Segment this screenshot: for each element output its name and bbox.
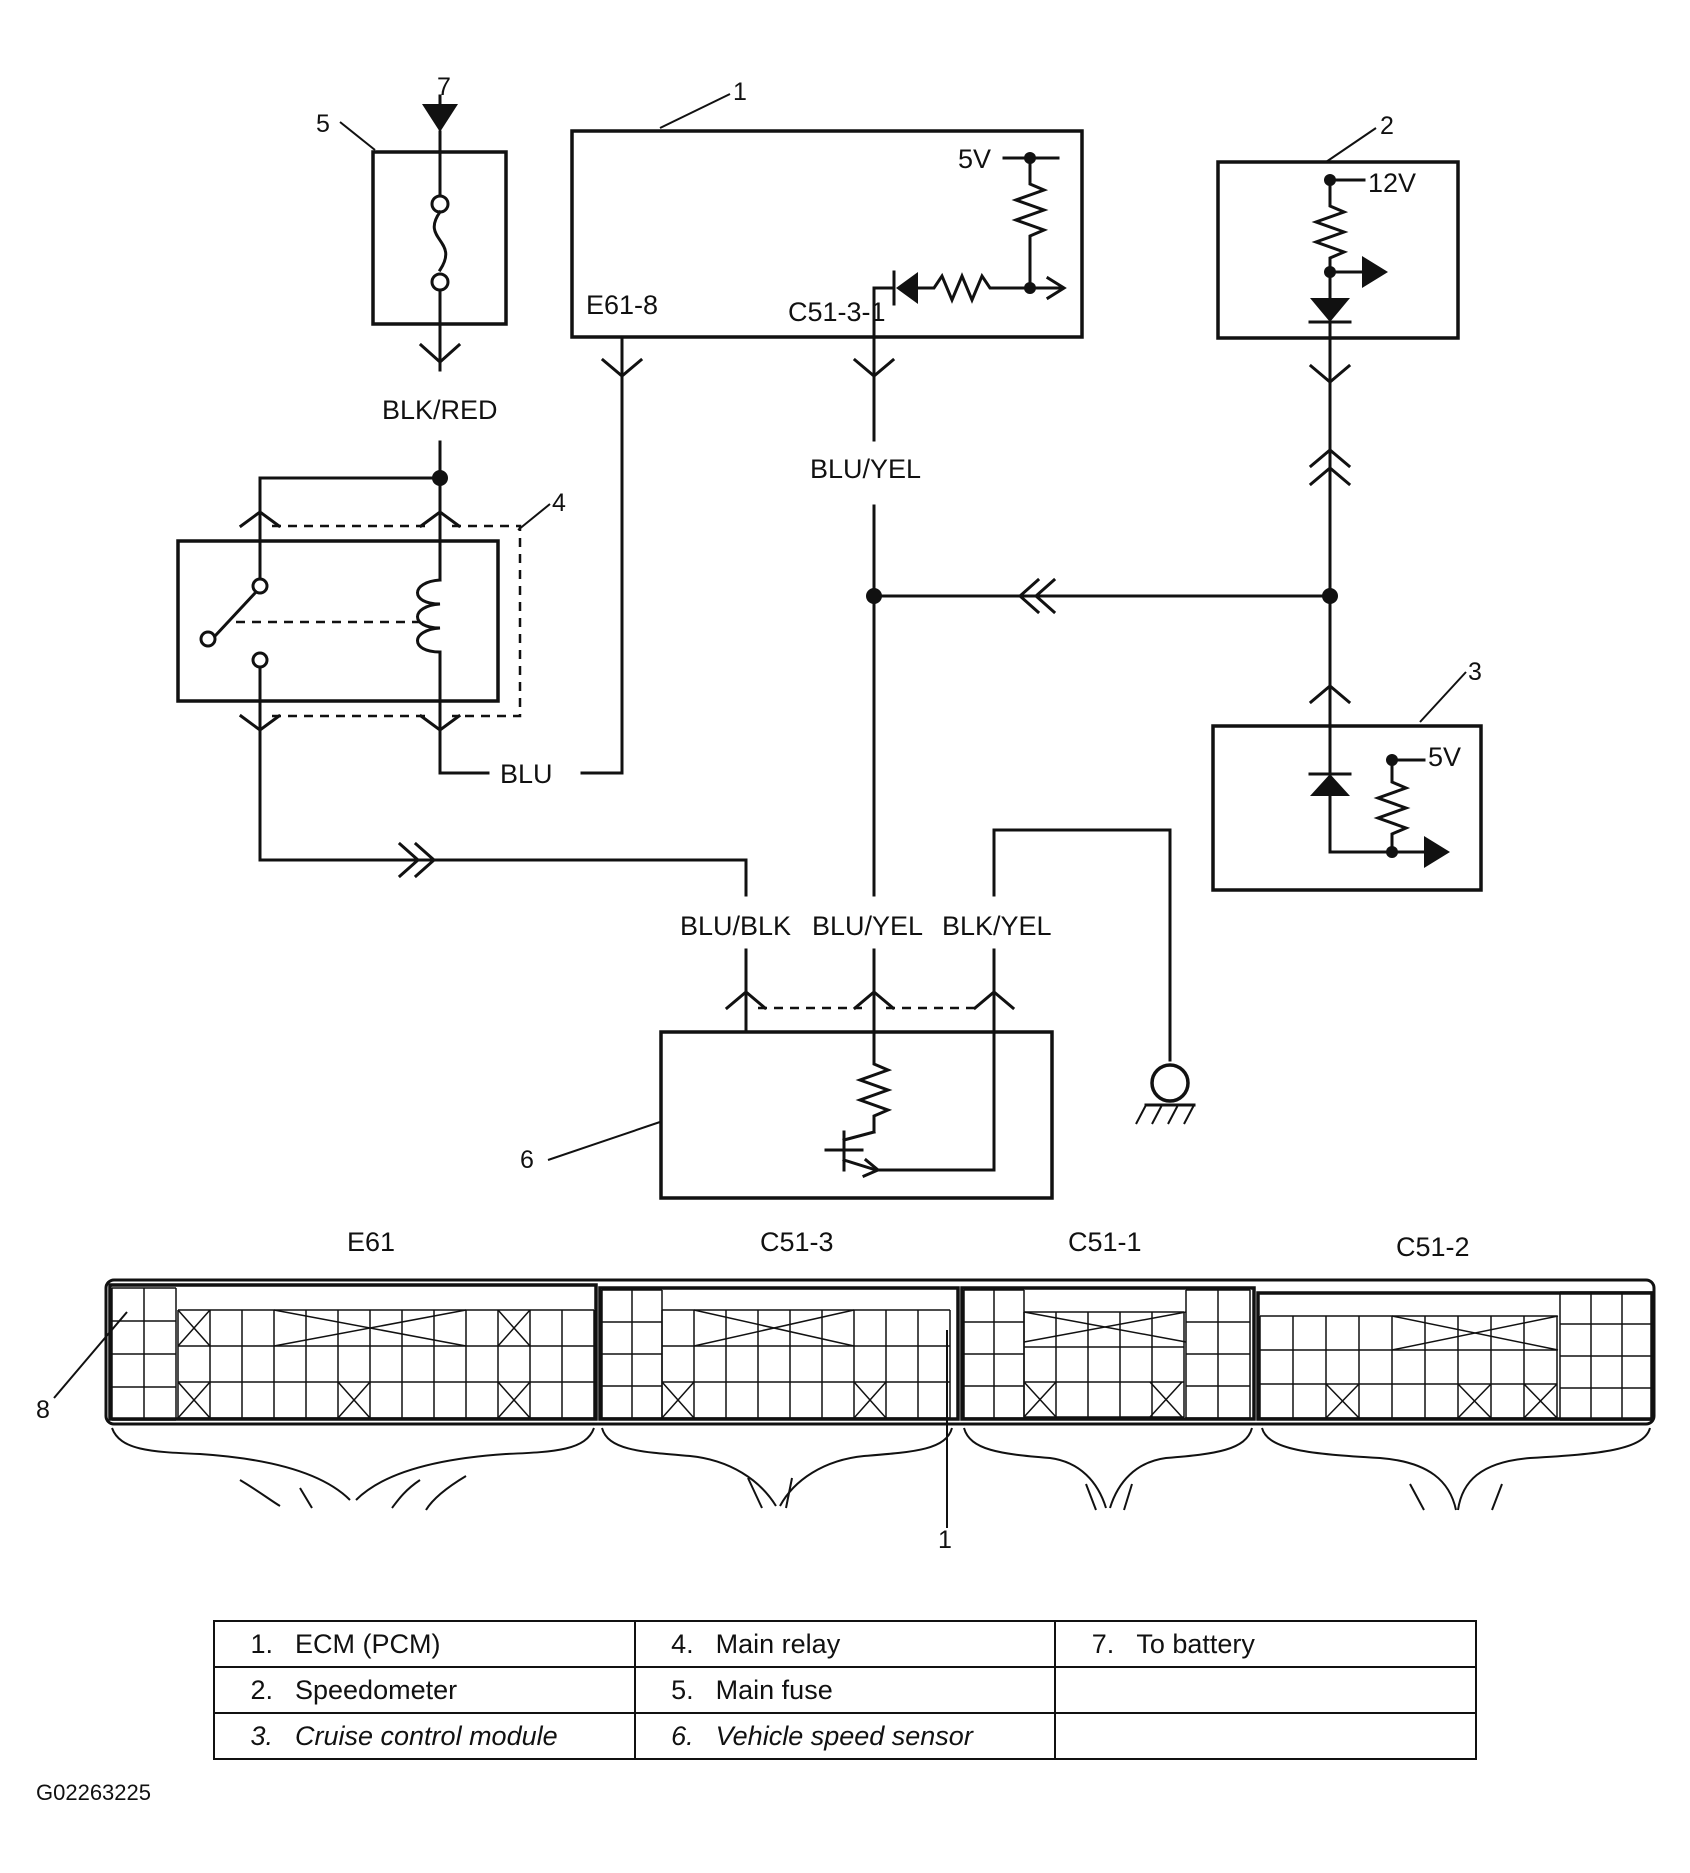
legend-cell: 7. To battery — [1054, 1620, 1477, 1668]
wire-label-ecm-blu-yel: BLU/YEL — [810, 454, 921, 484]
cruise-supply-5v: 5V — [1428, 742, 1461, 772]
legend-cell: 3. Cruise control module — [213, 1712, 636, 1760]
legend-number: 5. — [671, 1674, 694, 1705]
wire-blu: BLU — [438, 338, 644, 789]
connector-label-c51-2: C51-2 — [1396, 1232, 1470, 1262]
connector-cells — [111, 1287, 1654, 1421]
cruise-control-module: 5V — [1211, 594, 1483, 892]
connector-label-e61: E61 — [347, 1227, 395, 1257]
ecm-pcm: E61-8 C51-3-1 5V BLU/YEL — [570, 129, 1084, 604]
wire-label-blu: BLU — [500, 759, 553, 789]
speedometer: 12V — [1216, 160, 1460, 604]
legend-number: 2. — [250, 1674, 273, 1705]
figure-code: G02263225 — [36, 1780, 151, 1805]
wire-label-blk-red: BLK/RED — [382, 395, 498, 425]
legend-cell: 2. Speedometer — [213, 1666, 636, 1714]
callout-7: 7 — [437, 73, 451, 101]
callout-5: 5 — [316, 110, 330, 138]
component-legend: 1. ECM (PCM) 4. Main relay 7. To battery 2. Spe… — [213, 1620, 1477, 1760]
to-battery-symbol — [422, 94, 458, 132]
ecm-pin-e61-8: E61-8 — [586, 290, 658, 320]
legend-cell — [1054, 1666, 1477, 1714]
legend-text: Main fuse — [715, 1674, 833, 1705]
callout-1: 1 — [733, 78, 747, 106]
legend-row: 1. ECM (PCM) 4. Main relay 7. To battery — [213, 1620, 1477, 1668]
wire-label-vss-blu-yel: BLU/YEL — [812, 911, 923, 941]
vss-wire-labels: BLU/BLK BLU/YEL BLK/YEL — [680, 911, 1052, 941]
legend-number: 6. — [671, 1720, 694, 1751]
callout-8: 8 — [36, 1396, 50, 1424]
connector-label-c51-3: C51-3 — [760, 1227, 834, 1257]
main-fuse: BLK/RED — [371, 130, 508, 486]
callout-1-connector: 1 — [938, 1526, 952, 1554]
legend-text: Speedometer — [295, 1674, 458, 1705]
ecm-supply-5v: 5V — [958, 144, 991, 174]
callout-4: 4 — [552, 489, 566, 517]
harness-brackets — [111, 1427, 1651, 1511]
ecm-pin-c51-3-1: C51-3-1 — [788, 297, 886, 327]
wire-label-blu-blk: BLU/BLK — [680, 911, 791, 941]
wire-blu-blk — [258, 700, 748, 897]
legend-number: 3. — [250, 1720, 273, 1751]
legend-text: Vehicle speed sensor — [715, 1720, 973, 1751]
wire-blk-yel-ground — [992, 828, 1196, 1125]
legend-number: 4. — [671, 1628, 694, 1659]
callout-6: 6 — [520, 1146, 534, 1174]
legend-cell: 6. Vehicle speed sensor — [633, 1712, 1057, 1760]
legend-cell: 1. ECM (PCM) — [213, 1620, 636, 1668]
legend-text: ECM (PCM) — [295, 1628, 441, 1659]
legend-row: 3. Cruise control module 6. Vehicle speed s… — [213, 1712, 1477, 1760]
legend-text: Cruise control module — [295, 1720, 558, 1751]
legend-cell — [1054, 1712, 1477, 1760]
legend-row: 2. Speedometer 5. Main fuse — [213, 1666, 1477, 1714]
legend-number: 7. — [1091, 1628, 1115, 1659]
speed-signal-branch — [872, 577, 1332, 615]
vehicle-speed-sensor — [659, 948, 1054, 1200]
legend-cell: 5. Main fuse — [633, 1666, 1057, 1714]
main-relay — [176, 476, 522, 732]
ecm-connector-labels: E61 C51-3 C51-1 C51-2 — [347, 1227, 1470, 1262]
legend-number: 1. — [250, 1628, 273, 1659]
callout-numbers: 7 5 1 2 4 3 6 8 1 — [36, 73, 1482, 1554]
speedometer-supply-12v: 12V — [1368, 168, 1416, 198]
ecm-connector-block — [104, 1278, 1656, 1426]
legend-text: Main relay — [715, 1628, 841, 1659]
callout-2: 2 — [1380, 112, 1394, 140]
wire-label-blk-yel: BLK/YEL — [942, 911, 1052, 941]
legend-text: To battery — [1136, 1628, 1255, 1659]
legend-cell: 4. Main relay — [633, 1620, 1057, 1668]
callout-3: 3 — [1468, 658, 1482, 686]
connector-label-c51-1: C51-1 — [1068, 1227, 1142, 1257]
